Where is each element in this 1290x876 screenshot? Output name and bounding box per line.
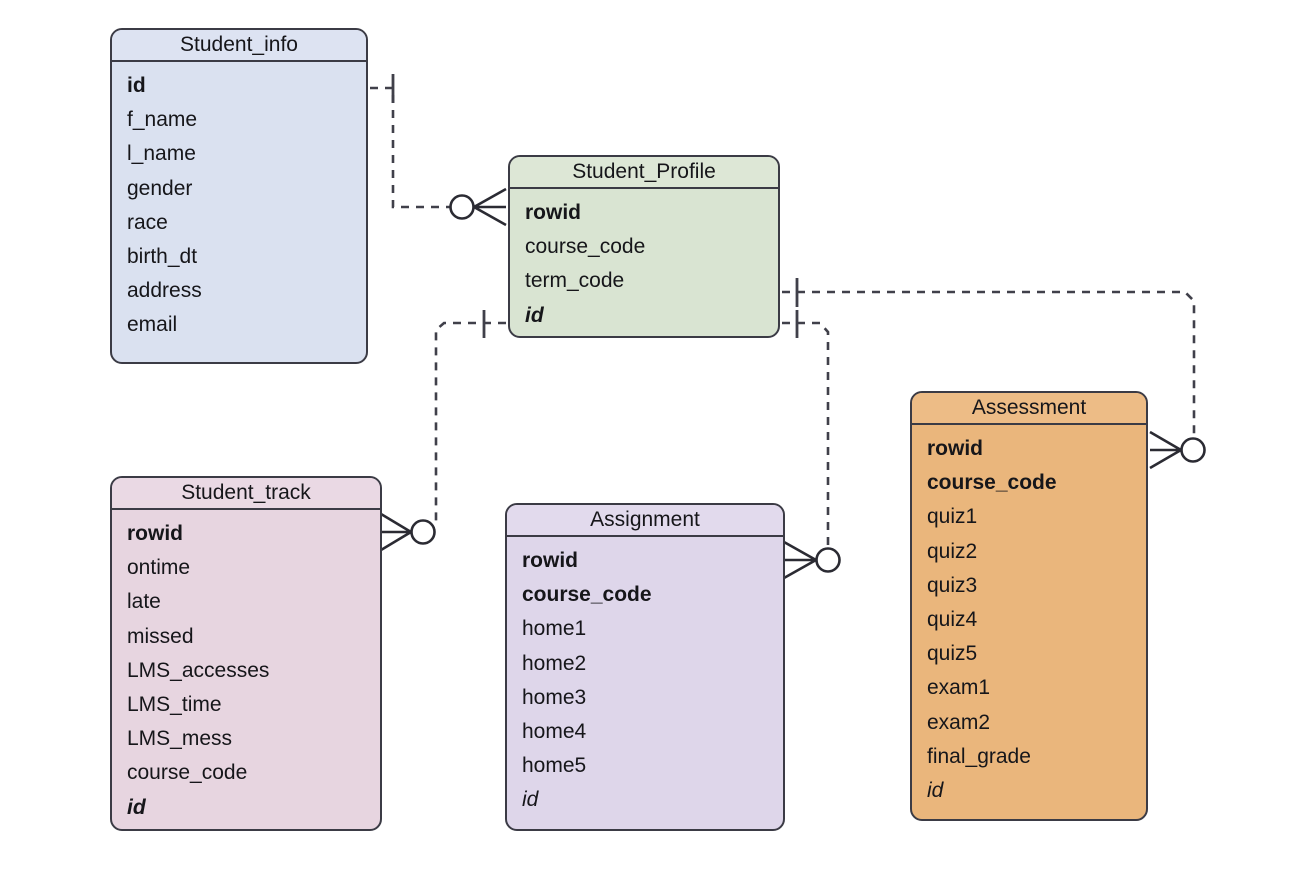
entity-title-student-info: Student_info [112, 30, 366, 62]
entity-attributes-assignment: rowid course_code home1 home2 home3 home… [507, 537, 783, 828]
attribute-row: id [127, 74, 146, 97]
attribute-row: home2 [522, 651, 587, 675]
attribute-row: rowid [927, 437, 983, 460]
entity-attributes-student-track: rowid ontime late missed LMS_accesses LM… [112, 510, 380, 829]
attribute-row: LMS_mess [127, 727, 233, 751]
attribute-row: home5 [522, 754, 587, 778]
attribute-row: missed [127, 624, 194, 648]
attribute-row: id [127, 795, 146, 819]
attribute-row: f_name [127, 108, 198, 132]
attribute-row: email [127, 313, 178, 337]
entity-student-info[interactable]: Student_info id f_name l_name gender rac… [110, 28, 368, 364]
attribute-row: birth_dt [127, 245, 198, 269]
attribute-row: course_code [525, 235, 646, 259]
attribute-row: course_code [127, 761, 248, 785]
entity-assignment[interactable]: Assignment rowid course_code home1 home2… [505, 503, 785, 831]
attribute-row: id [927, 779, 944, 803]
attribute-row: late [127, 590, 161, 614]
attribute-row: quiz5 [927, 642, 978, 666]
entity-student-track[interactable]: Student_track rowid ontime late missed L… [110, 476, 382, 831]
relationship-profile-to-assignment [782, 310, 841, 580]
entity-title-assignment: Assignment [507, 505, 783, 537]
attribute-row: race [127, 210, 168, 234]
attribute-row: rowid [525, 201, 581, 224]
attribute-row: id [525, 303, 544, 327]
attribute-row: quiz3 [927, 573, 978, 597]
entity-assessment[interactable]: Assessment rowid course_code quiz1 quiz2… [910, 391, 1148, 821]
attribute-row: quiz1 [927, 505, 978, 529]
attribute-row: id [522, 788, 539, 812]
relationship-info-to-profile [370, 74, 507, 227]
attribute-row: ontime [127, 556, 191, 580]
entity-title-student-track: Student_track [112, 478, 380, 510]
entity-attributes-student-profile: rowid course_code term_code id [510, 189, 778, 336]
attribute-row: home4 [522, 720, 587, 744]
entity-student-profile[interactable]: Student_Profile rowid course_code term_c… [508, 155, 780, 338]
attribute-row: rowid [127, 522, 183, 545]
attribute-row: term_code [525, 269, 625, 293]
attribute-row: LMS_accesses [127, 658, 270, 682]
relationship-profile-to-track [380, 310, 506, 552]
attribute-row: rowid [522, 549, 578, 572]
attribute-row: gender [127, 176, 193, 200]
attribute-row: address [127, 279, 202, 303]
entity-attributes-assessment: rowid course_code quiz1 quiz2 quiz3 quiz… [912, 425, 1146, 818]
entity-title-assessment: Assessment [912, 393, 1146, 425]
attribute-row: exam2 [927, 710, 991, 734]
entity-title-student-profile: Student_Profile [510, 157, 778, 189]
attribute-row: quiz4 [927, 608, 978, 632]
attribute-row: exam1 [927, 676, 991, 700]
attribute-row: home1 [522, 617, 587, 641]
attribute-row: course_code [522, 583, 652, 607]
attribute-row: l_name [127, 142, 196, 166]
attribute-row: LMS_time [127, 693, 222, 717]
attribute-row: quiz2 [927, 539, 978, 563]
attribute-row: course_code [927, 471, 1057, 495]
entity-attributes-student-info: id f_name l_name gender race birth_dt ad… [112, 62, 366, 353]
attribute-row: home3 [522, 685, 587, 709]
attribute-row: final_grade [927, 744, 1031, 768]
